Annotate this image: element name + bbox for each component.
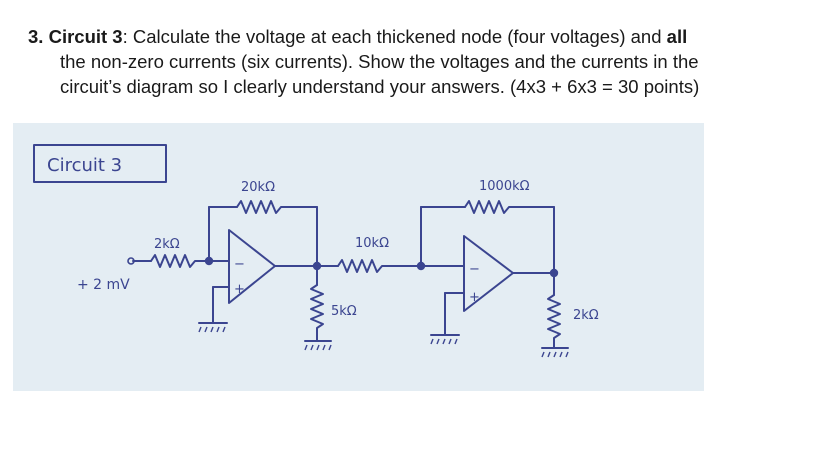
node-3 [416,261,426,271]
circuit-photo: Circuit 3 + 2 mV 2kΩ 20kΩ 10kΩ 5kΩ 1000k… [13,123,704,391]
input-terminal [127,257,135,265]
node-1 [204,256,214,266]
circuit-diagram: Circuit 3 + 2 mV 2kΩ 20kΩ 10kΩ 5kΩ 1000k… [33,144,599,358]
opamp-2 [463,235,514,312]
question-line-3: circuit’s diagram so I clearly understan… [60,76,700,97]
question-line-1: 3. Circuit 3: Calculate the voltage at e… [28,24,687,49]
resistor-1000k [464,200,555,214]
opamp-1 [228,229,276,304]
question-number: 3. [28,26,44,47]
question-line-2: the non-zero currents (six currents). Sh… [60,51,699,72]
node-4 [549,268,559,278]
opamp2-plus-label: + [469,290,480,305]
circuit-label: Circuit 3 [47,155,122,176]
question-colon: : [122,26,128,47]
label-r-f1: 20kΩ [241,180,275,195]
opamp2-minus-label: − [469,262,480,277]
question-all-emphasis: all [666,26,688,47]
resistor-10k [337,259,422,273]
resistor-2k [150,254,209,268]
label-r-gnd: 5kΩ [331,304,357,319]
circuit-label-box [33,144,167,183]
label-r-f2: 1000kΩ [479,179,530,194]
label-r-in: 2kΩ [154,237,180,252]
opamp1-minus-label: − [234,257,245,272]
resistor-20k [236,200,318,214]
question-line-1-text: Calculate the voltage at each thickened … [127,26,667,47]
resistor-2k-load [547,294,561,349]
node-2 [312,261,322,271]
resistor-5k [310,284,324,342]
label-r-mid: 10kΩ [355,236,389,251]
opamp1-plus-label: + [234,282,245,297]
source-label: + 2 mV [77,277,130,293]
question-title: Circuit 3 [48,26,123,47]
label-r-load: 2kΩ [573,308,599,323]
